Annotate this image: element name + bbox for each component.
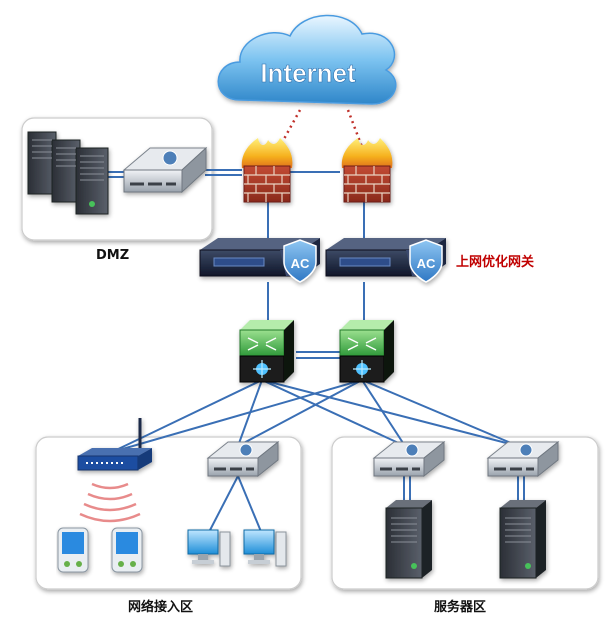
pc-icon: [187, 529, 231, 567]
pda-icon: [111, 527, 143, 573]
ac-gateway-icon: AC: [199, 238, 320, 283]
wireless-signal-icon: [79, 482, 141, 523]
ac-gateway-icon: AC: [325, 238, 446, 283]
access-switch-icon: [372, 440, 446, 478]
ac-badge-label: AC: [417, 256, 436, 271]
core-switch-icon: [239, 320, 294, 383]
access-switch-icon: [486, 440, 560, 478]
cloud-icon: [217, 14, 397, 105]
server-rack-icon: [385, 500, 432, 579]
server-rack-icon: [499, 500, 546, 579]
router-icon: [122, 146, 208, 194]
pda-icon: [57, 527, 89, 573]
wireless-ap-icon: [77, 418, 152, 471]
access-zone-label: 网络接入区: [128, 600, 194, 615]
access-switch-icon: [206, 440, 280, 478]
firewall-icon: [341, 138, 393, 203]
core-switch-icon: [339, 320, 394, 383]
server-rack-icon: [27, 131, 109, 215]
cloud-label: Internet: [260, 58, 356, 88]
links: [106, 109, 525, 535]
ac-badge-label: AC: [291, 256, 310, 271]
dmz-zone-label: DMZ: [96, 248, 130, 263]
firewall-icon: [241, 138, 293, 203]
pc-icon: [243, 529, 287, 567]
server-zone-label: 服务器区: [434, 600, 487, 615]
ac-gateway-label: 上网优化网关: [456, 255, 535, 270]
